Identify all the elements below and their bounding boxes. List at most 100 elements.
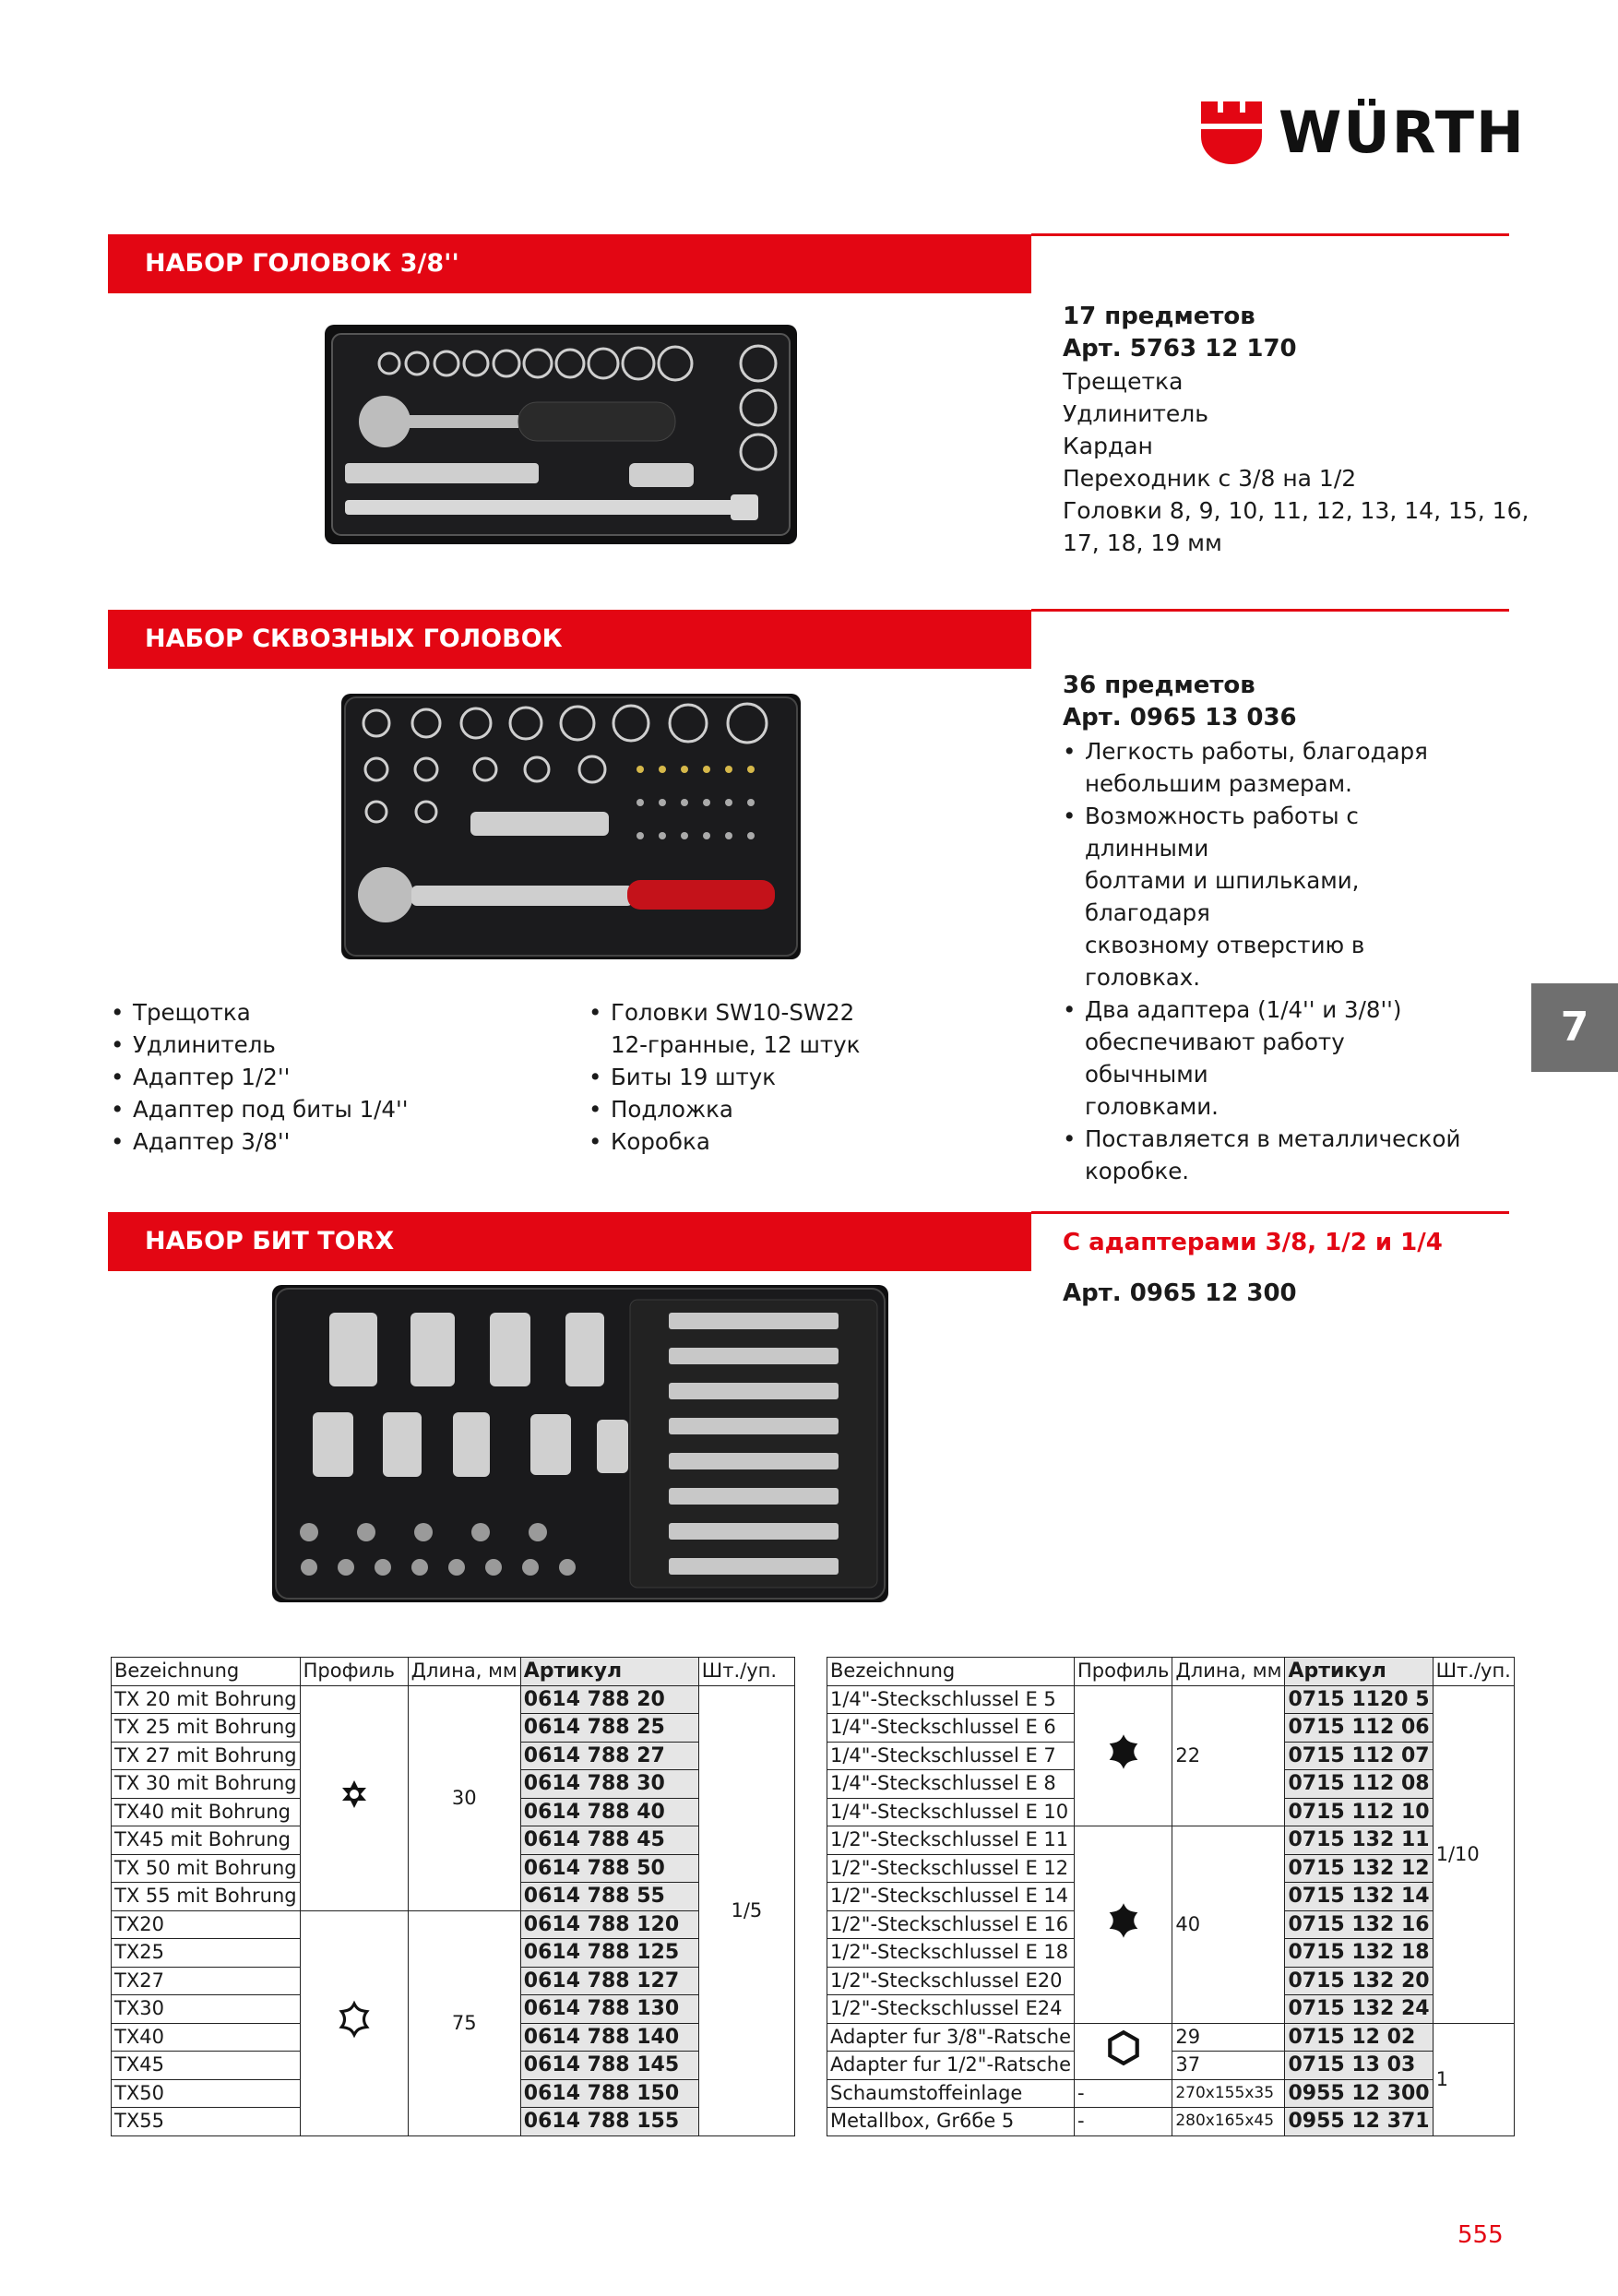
cell-designation: TX45 mit Bohrung (111, 1826, 301, 1855)
section-1-line: Трещетка (1063, 368, 1184, 395)
cell-article: 0715 132 24 (1284, 1994, 1434, 2024)
table-row: TX 30 mit Bohrung 0614 788 30 (111, 1769, 795, 1799)
cell-article: 0715 132 14 (1284, 1882, 1434, 1911)
table-row: Schaumstoffeinlage - 270x155x35 0955 12 … (827, 2078, 1515, 2108)
cell-article: 0614 788 50 (519, 1853, 699, 1883)
cell-article: 0614 788 55 (519, 1882, 699, 1911)
section-2-contents-left: Трещотка Удлинитель Адаптер 1/2'' Адапте… (111, 996, 480, 1158)
cell-designation: 1/4"-Steckschlussel E 7 (827, 1741, 1075, 1770)
cell-designation: 1/4"-Steckschlussel E 10 (827, 1797, 1075, 1826)
cell-designation: 1/2"-Steckschlussel E 12 (827, 1853, 1075, 1883)
cell-designation: TX45 (111, 2051, 301, 2080)
cell-designation: TX 27 mit Bohrung (111, 1741, 301, 1770)
table-header-row: Bezeichnung Профиль Длина, мм Артикул Шт… (111, 1657, 796, 1686)
table-row: TX40 0614 788 140 (111, 2022, 795, 2052)
cell-profile: - (1073, 2107, 1173, 2136)
cell-designation: TX 50 mit Bohrung (111, 1853, 301, 1883)
cell-article: 0614 788 45 (519, 1826, 699, 1855)
table-row: 1/2"-Steckschlussel E 11 40 0715 132 11 (827, 1826, 1515, 2024)
wurth-logo-mark-icon (1201, 101, 1262, 164)
section-1-line: Удлинитель (1063, 400, 1208, 427)
cell-article: 0715 132 11 (1284, 1826, 1434, 1855)
page-number: 555 (1457, 2221, 1504, 2249)
cell-article: 0715 112 10 (1284, 1797, 1434, 1826)
section-2-count: 36 предметов (1063, 672, 1255, 699)
torx-profile-icon (299, 1909, 409, 2136)
e-socket-table: Bezeichnung Профиль Длина, мм Артикул Шт… (827, 1657, 1515, 2136)
cell-designation: TX30 (111, 1994, 301, 2024)
col-header: Длина, мм (1172, 1657, 1286, 1686)
cell-article: 0715 1120 5 (1284, 1684, 1434, 1714)
torx-bit-set-photo (272, 1285, 888, 1602)
col-header: Bezeichnung (827, 1657, 1075, 1686)
cell-article: 0614 788 27 (519, 1741, 699, 1770)
cell-article: 0955 12 371 (1284, 2107, 1434, 2136)
section-1-line: 17, 18, 19 мм (1063, 529, 1222, 556)
cell-article: 0614 788 155 (519, 2107, 699, 2136)
torx-bits-table: Bezeichnung Профиль Длина, мм Артикул Шт… (111, 1657, 796, 2136)
section-1-rule (1031, 233, 1509, 236)
table-row: TX 20 mit Bohrung 30 0614 788 20 1/5 (111, 1684, 796, 2136)
cell-dimensions: 270x155x35 (1172, 2078, 1286, 2108)
cell-designation: 1/2"-Steckschlussel E 18 (827, 1938, 1075, 1968)
cell-qty: 1/10 (1432, 1684, 1515, 2024)
col-header: Длина, мм (407, 1657, 521, 1686)
table-row: 1/4"-Steckschlussel E 5 22 0715 1120 5 1… (827, 1684, 1515, 2024)
cell-designation: 1/4"-Steckschlussel E 5 (827, 1684, 1075, 1714)
cell-length: 22 (1172, 1684, 1286, 1826)
cell-designation: TX50 (111, 2078, 301, 2108)
chapter-tab: 7 (1531, 983, 1618, 1072)
cell-designation: TX 30 mit Bohrung (111, 1769, 301, 1799)
table-row: TX 50 mit Bohrung 0614 788 50 (111, 1853, 795, 1883)
cell-article: 0715 112 07 (1284, 1741, 1434, 1770)
section-2-header: НАБОР СКВОЗНЫХ ГОЛОВОК (108, 610, 1031, 669)
section-2-info: 36 предметов Арт. 0965 13 036 (1063, 670, 1297, 734)
cell-length: 29 (1172, 2022, 1286, 2052)
cell-designation: 1/4"-Steckschlussel E 8 (827, 1769, 1075, 1799)
section-2-title: НАБОР СКВОЗНЫХ ГОЛОВОК (145, 625, 563, 653)
torx-hole-profile-icon (299, 1684, 409, 1911)
col-header: Артикул (519, 1657, 699, 1686)
section-1-header: НАБОР ГОЛОВОК 3/8'' (108, 234, 1031, 293)
cell-designation: Adapter fur 1/2"-Ratsche (827, 2051, 1075, 2080)
section-3-rule (1031, 1211, 1509, 1214)
cell-article: 0614 788 125 (519, 1938, 699, 1968)
section-2-rule (1031, 609, 1509, 612)
brand-name: WÜRTH (1279, 99, 1526, 166)
cell-designation: TX25 (111, 1938, 301, 1968)
cell-article: 0614 788 145 (519, 2051, 699, 2080)
cell-designation: TX40 (111, 2022, 301, 2052)
cell-article: 0614 788 140 (519, 2022, 699, 2052)
cell-article: 0715 12 02 (1284, 2022, 1434, 2052)
socket-set-photo (325, 325, 797, 544)
col-header: Bezeichnung (111, 1657, 301, 1686)
cell-article: 0614 788 25 (519, 1713, 699, 1743)
content-item: Удлинитель (111, 1029, 480, 1061)
section-1-line: Кардан (1063, 433, 1153, 459)
cell-article: 0715 112 06 (1284, 1713, 1434, 1743)
content-item: Биты 19 штук (589, 1061, 958, 1093)
cell-designation: 1/2"-Steckschlussel E 14 (827, 1882, 1075, 1911)
section-1-article: Арт. 5763 12 170 (1063, 335, 1297, 363)
content-item: Трещотка (111, 996, 480, 1029)
cell-length: 37 (1172, 2051, 1286, 2080)
section-2-article: Арт. 0965 13 036 (1063, 704, 1297, 732)
col-header: Шт./уп. (1432, 1657, 1515, 1686)
table-header-row: Bezeichnung Профиль Длина, мм Артикул Шт… (827, 1657, 1515, 1686)
cell-article: 0715 132 16 (1284, 1909, 1434, 1939)
cell-article: 0614 788 30 (519, 1769, 699, 1799)
